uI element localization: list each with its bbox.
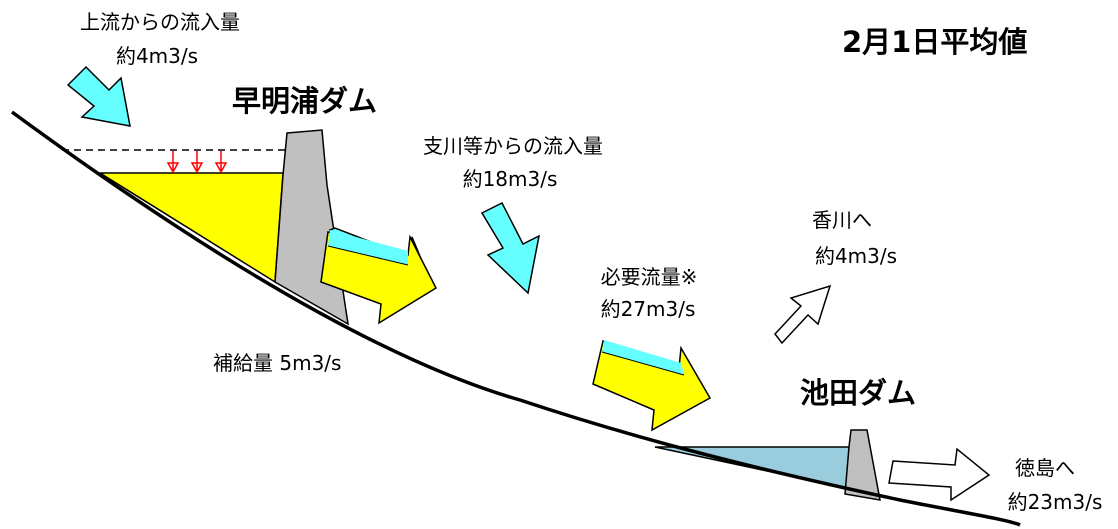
sameura-dam-name: 早明浦ダム [232,84,378,118]
to-kagawa-arrow [774,284,832,345]
required-flow-label: 必要流量※ [600,265,698,289]
tributary-inflow-value: 約18m3/s [462,167,558,191]
sameura-reservoir [97,172,284,284]
required-flow-arrow [592,340,712,432]
to-kagawa-value: 約4m3/s [814,244,898,268]
upstream-inflow-label: 上流からの流入量 [80,10,240,34]
to-tokushima-value: 約23m3/s [1007,490,1103,514]
ikeda-dam [844,429,881,501]
tributary-inflow-arrow [480,201,541,295]
to-kagawa-label: 香川へ [812,208,872,232]
to-tokushima-label: 徳島へ [1015,456,1075,480]
upstream-inflow-arrow [66,65,131,127]
water-level-drop-arrows [166,151,228,174]
upstream-inflow-value: 約4m3/s [115,44,199,68]
supply-flow-arrow [320,227,437,325]
diagram-title: 2月1日平均値 [842,25,1028,59]
supply-flow-label: 補給量 5m3/s [213,351,342,375]
required-flow-value: 約27m3/s [600,297,696,321]
to-tokushima-arrow [888,447,991,502]
tributary-inflow-label: 支川等からの流入量 [423,134,603,158]
ikeda-dam-name: 池田ダム [800,376,917,410]
river-bed-line [10,110,1021,527]
